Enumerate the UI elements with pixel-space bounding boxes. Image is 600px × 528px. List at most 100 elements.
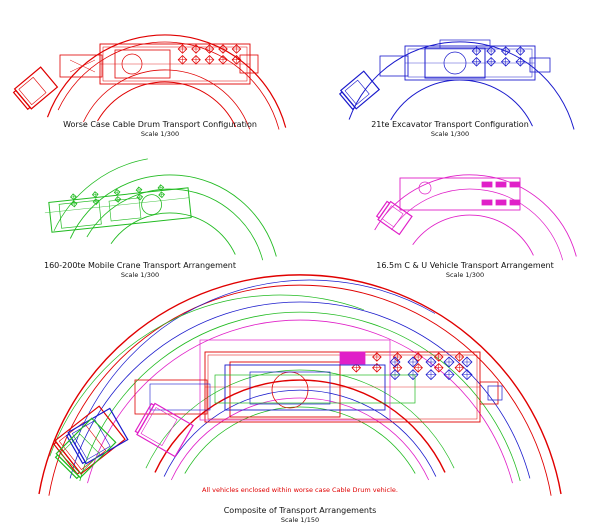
wheel-cross xyxy=(372,356,382,358)
wheel xyxy=(500,56,511,67)
wheel-cross xyxy=(501,50,510,52)
wheel xyxy=(425,369,437,381)
cu-trailer xyxy=(399,177,521,211)
wheel xyxy=(177,44,188,54)
cab-body xyxy=(339,70,381,110)
wheel-cross xyxy=(191,59,201,61)
crane-boom-rest xyxy=(108,197,142,222)
wheel xyxy=(389,356,401,368)
composite-excavator-wheels xyxy=(461,356,473,368)
wheel-cross xyxy=(70,196,77,198)
trailer-wheels xyxy=(486,46,496,56)
wheel-cross xyxy=(501,61,510,63)
cable-drum xyxy=(114,49,171,79)
outer-swept-arc-2 xyxy=(391,188,564,261)
wheel xyxy=(136,193,144,201)
crane-axles xyxy=(91,191,99,198)
composite-crane-chassis xyxy=(214,374,416,404)
cu-axle-bottom xyxy=(495,199,507,206)
cu-axle-top xyxy=(495,181,507,188)
wheel-cross xyxy=(352,367,361,369)
composite-excavator-tracks xyxy=(224,364,386,411)
wheel-cross xyxy=(434,356,443,358)
trailer-wheels xyxy=(218,54,228,65)
wheel-cross xyxy=(158,187,164,189)
composite-cu-axle xyxy=(339,351,366,365)
excavator-slew-ring xyxy=(443,51,467,75)
wheel xyxy=(486,46,496,56)
composite-excavator-wheels xyxy=(425,356,437,368)
wheel xyxy=(515,56,526,67)
wheel-cross xyxy=(516,50,525,52)
wheel xyxy=(191,54,201,65)
wheel xyxy=(204,44,215,54)
crane-axles xyxy=(158,191,166,199)
wheel-cross xyxy=(191,48,201,50)
crane-turntable xyxy=(141,194,163,216)
cab-window xyxy=(60,433,101,474)
drum-hub xyxy=(121,53,143,75)
cu-vehicle-title: 16.5m C & U Vehicle Transport Arrangemen… xyxy=(376,261,554,270)
crane-axles xyxy=(136,193,144,201)
trailer-wheels xyxy=(500,56,511,67)
wheel xyxy=(454,352,465,362)
wheel-cross xyxy=(232,48,241,50)
cab-window xyxy=(344,79,370,106)
rear-bogie xyxy=(529,57,551,73)
cable-drum-panel-drawing xyxy=(12,34,287,130)
cu-tractor-cab xyxy=(375,200,413,236)
cu-coupling xyxy=(418,181,432,195)
composite-excavator-wheels xyxy=(443,369,455,381)
wheel-cross xyxy=(71,203,77,205)
outer-swept-arc xyxy=(348,41,575,130)
crane-body xyxy=(44,184,192,233)
wheel xyxy=(218,44,228,54)
wheel-cross xyxy=(205,48,214,50)
cu-axle-top xyxy=(509,181,521,188)
wheel-cross xyxy=(114,191,120,193)
inner-kerb-arc xyxy=(110,212,236,255)
wheel-cross xyxy=(472,61,481,63)
cu-vehicle-scale: Scale 1/300 xyxy=(445,271,485,279)
wheel-cross xyxy=(390,374,400,375)
composite-rear-bogie-blue xyxy=(487,385,503,401)
trailer-wheels xyxy=(515,46,526,56)
composite-excavator-wheels xyxy=(389,356,401,368)
wheel-cross xyxy=(486,61,496,63)
wheel xyxy=(114,195,122,203)
inner-swept-arc xyxy=(83,69,250,130)
wheel xyxy=(389,369,401,381)
wheel xyxy=(191,44,201,54)
cab-bumper xyxy=(12,89,31,111)
wheel xyxy=(515,46,526,56)
tractor-cab xyxy=(12,66,59,111)
trailer-wheels xyxy=(413,352,423,362)
wheel xyxy=(413,352,423,362)
outer-swept-arc xyxy=(69,174,277,257)
composite-excavator-wheels xyxy=(425,369,437,381)
crane-axles xyxy=(113,188,121,196)
cu-vehicle-panel-drawing xyxy=(374,174,577,261)
detail-line xyxy=(44,197,190,214)
crane-chassis xyxy=(48,187,192,233)
wheel xyxy=(372,362,382,373)
wheel xyxy=(392,352,403,362)
composite-excavator-wheels xyxy=(461,369,473,381)
outer-swept-arc xyxy=(57,41,280,130)
crane-title: 160-200te Mobile Crane Transport Arrange… xyxy=(43,261,236,270)
cu-axle-bottom xyxy=(481,199,493,206)
trailer-wheels xyxy=(351,362,362,373)
wheel-cross xyxy=(218,59,228,61)
wheel-cross xyxy=(408,374,418,375)
cu-vehicle-caption: 16.5m C & U Vehicle Transport Arrangemen… xyxy=(345,261,585,279)
trailer-wheels xyxy=(486,56,496,67)
wheel xyxy=(204,54,215,65)
wheel-cross xyxy=(462,374,472,375)
wheel-cross xyxy=(462,361,472,363)
cab-body xyxy=(13,66,59,110)
composite-rear-bogie xyxy=(479,381,499,405)
composite-cab-magenta xyxy=(134,402,194,458)
composite-cu-arc xyxy=(87,319,513,484)
composite-crane-arc-2 xyxy=(49,294,364,457)
wheel xyxy=(157,184,165,191)
